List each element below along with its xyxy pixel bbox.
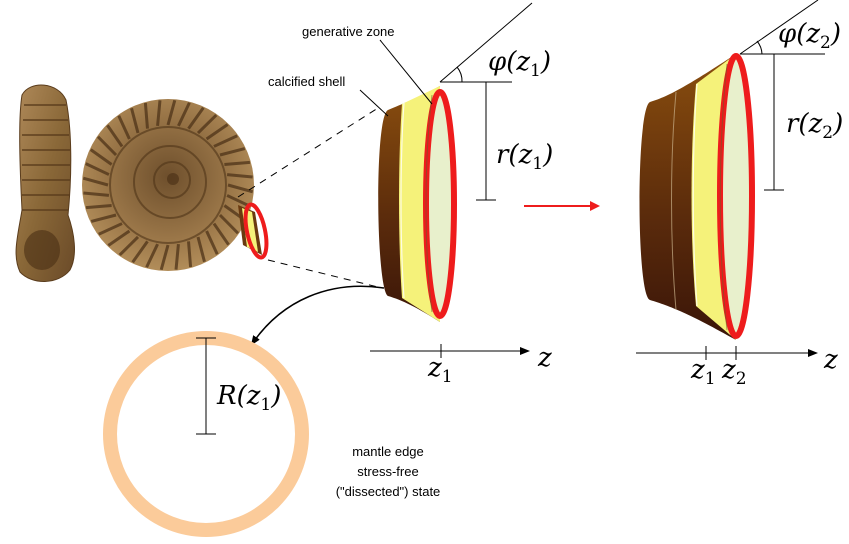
svg-text:z1: z1 bbox=[690, 355, 716, 389]
ammonite-rib bbox=[98, 222, 123, 236]
z-axis-right: z z1 z2 bbox=[636, 345, 838, 389]
svg-text:z1: z1 bbox=[427, 353, 453, 387]
ammonite-rib bbox=[224, 160, 251, 166]
svg-text:z: z bbox=[537, 343, 552, 373]
svg-text:z2: z2 bbox=[721, 355, 747, 389]
r-z2-bracket: r(z2) bbox=[764, 53, 843, 191]
ammonite-rib bbox=[118, 235, 140, 257]
ammonite-rib bbox=[156, 100, 162, 127]
ammonite-rib bbox=[82, 176, 109, 187]
svg-text:generative zone: generative zone bbox=[302, 24, 395, 39]
ammonite-rib bbox=[90, 213, 117, 223]
ammonite-rib bbox=[196, 236, 206, 263]
svg-text:("dissected") state: ("dissected") state bbox=[336, 484, 441, 499]
phi-z2-construction: φ(z2) bbox=[739, 0, 841, 55]
ammonite-rib bbox=[196, 113, 218, 135]
ammonite-rib bbox=[166, 99, 177, 126]
ammonite-rib bbox=[96, 135, 118, 157]
ammonite-rib bbox=[174, 243, 180, 270]
mantle-caption: mantle edge stress-free ("dissected") st… bbox=[336, 444, 441, 499]
svg-text:stress-free: stress-free bbox=[357, 464, 418, 479]
R-z1-bracket: R(z1) bbox=[196, 337, 281, 435]
ammonite-rib bbox=[85, 204, 112, 210]
ammonite-rib bbox=[226, 194, 251, 208]
ammonite-rib bbox=[89, 148, 113, 166]
ammonite-rib bbox=[213, 134, 238, 148]
svg-text:r(z1): r(z1) bbox=[496, 140, 553, 174]
ammonite-rib bbox=[130, 107, 140, 134]
ammonite-rib bbox=[187, 106, 205, 130]
ammonite-rib bbox=[218, 213, 240, 235]
zoom-line-top bbox=[237, 107, 379, 198]
shell-segment-z2 bbox=[639, 53, 755, 340]
ammonite-rib bbox=[145, 243, 159, 268]
svg-text:φ(z1): φ(z1) bbox=[488, 47, 551, 81]
ammonite-rib bbox=[85, 162, 110, 176]
svg-text:R(z1): R(z1) bbox=[216, 381, 281, 415]
ammonite-rib bbox=[177, 102, 191, 127]
ammonite-rib bbox=[131, 240, 149, 264]
svg-text:mantle edge: mantle edge bbox=[352, 444, 424, 459]
phi-z1-construction: φ(z1) bbox=[439, 2, 551, 83]
ammonite-rib bbox=[106, 124, 124, 148]
ammonite-aperture bbox=[238, 202, 269, 260]
dissect-arrow bbox=[250, 285, 385, 346]
ammonite-rib bbox=[205, 230, 219, 255]
ammonite-rib bbox=[187, 241, 193, 268]
shell-segment-z1 bbox=[378, 86, 457, 322]
svg-text:φ(z2): φ(z2) bbox=[778, 19, 841, 53]
ammonite-rib bbox=[83, 191, 110, 197]
ammonite-fossil-image bbox=[82, 99, 254, 271]
ammonite-rib bbox=[226, 173, 253, 179]
ammonite-rib bbox=[107, 229, 131, 247]
ammonite-rib bbox=[227, 183, 254, 194]
ammonite-rib bbox=[212, 222, 230, 246]
ammonite-rib bbox=[143, 102, 149, 129]
ammonite-rib bbox=[159, 244, 170, 271]
label-calcified-shell: calcified shell bbox=[268, 74, 389, 117]
z-axis-middle: z z1 bbox=[370, 343, 552, 387]
svg-text:calcified shell: calcified shell bbox=[268, 74, 345, 89]
ammonite-rib bbox=[117, 115, 131, 140]
svg-text:z: z bbox=[823, 345, 838, 375]
svg-text:r(z2): r(z2) bbox=[786, 109, 843, 143]
r-z1-bracket: r(z1) bbox=[476, 81, 553, 201]
ammonite-rib bbox=[219, 147, 246, 157]
zoom-line-bottom bbox=[267, 259, 383, 289]
label-generative-zone: generative zone bbox=[302, 24, 433, 105]
fossil-side-view-image bbox=[15, 84, 75, 282]
ammonite-rib bbox=[205, 123, 229, 141]
